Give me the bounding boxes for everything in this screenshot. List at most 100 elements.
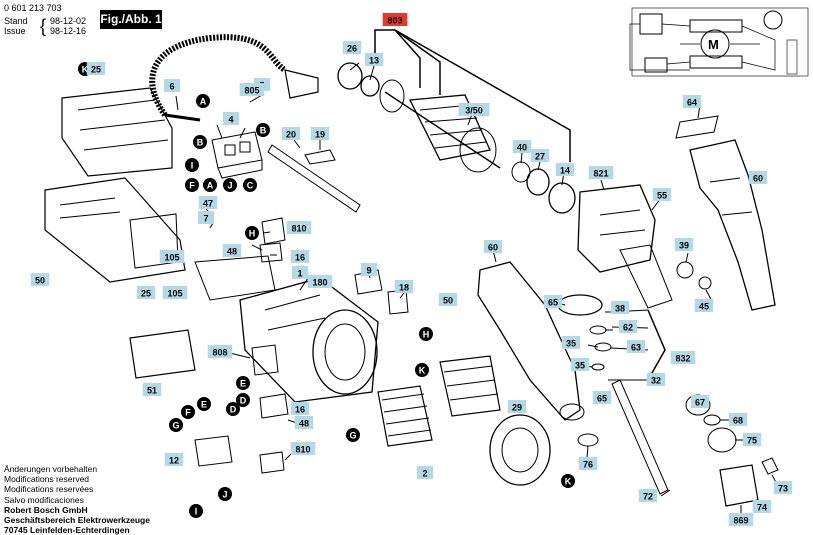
part-label-text: 12 bbox=[169, 456, 179, 466]
part-label: 65 bbox=[592, 391, 612, 404]
connector-marker: D bbox=[226, 402, 240, 416]
power-cord bbox=[149, 34, 319, 122]
part-label-text: 1 bbox=[297, 269, 302, 279]
connector-letter: G bbox=[349, 431, 356, 441]
connector-marker: E bbox=[236, 376, 250, 390]
part-label-text: 25 bbox=[141, 289, 151, 299]
connector-marker: H bbox=[419, 327, 433, 341]
part-label-box bbox=[543, 295, 563, 308]
part-label-text: 16 bbox=[295, 405, 305, 415]
part-label-text: 26 bbox=[347, 44, 357, 54]
part-label-text: 50 bbox=[35, 276, 45, 286]
part-label-text: 72 bbox=[643, 492, 653, 502]
part-label: 47 bbox=[198, 196, 218, 209]
part-label: 16 bbox=[290, 402, 310, 415]
connector-letter: K bbox=[565, 477, 572, 487]
part-label-text: 14 bbox=[560, 166, 570, 176]
company-division: Geschäftsbereich Elektrowerkzeuge bbox=[4, 515, 150, 526]
part-label: 45 bbox=[694, 299, 714, 312]
part-label-text: 76 bbox=[583, 460, 593, 470]
part-label-box bbox=[507, 400, 527, 413]
connector-letter: K bbox=[82, 65, 89, 75]
part-label: 67 bbox=[690, 395, 710, 408]
part-label-box bbox=[164, 453, 184, 466]
part-label-box bbox=[610, 301, 630, 314]
gear-housing bbox=[577, 184, 673, 309]
part-label-box bbox=[164, 79, 180, 92]
part-label: 869 bbox=[728, 513, 754, 526]
part-label-box bbox=[555, 163, 575, 176]
connector-marker: I bbox=[189, 504, 203, 518]
part-label-box bbox=[198, 196, 218, 209]
part-label-box bbox=[561, 336, 581, 349]
part-label-text: 74 bbox=[757, 503, 767, 513]
part-label-text: 60 bbox=[753, 174, 763, 184]
label-64 bbox=[675, 115, 719, 139]
part-label-text: 29 bbox=[512, 403, 522, 413]
part-label: 74 bbox=[752, 500, 772, 513]
part-label-text: 48 bbox=[227, 247, 237, 257]
part-label-text: 20 bbox=[286, 130, 296, 140]
part-label: 76 bbox=[578, 457, 598, 470]
part-label-box bbox=[281, 127, 301, 140]
connector-marker: A bbox=[203, 178, 217, 192]
part-label-text: 105 bbox=[167, 289, 182, 299]
connector-circle bbox=[203, 178, 217, 192]
brace-glyph: { bbox=[40, 16, 47, 36]
part-label-box bbox=[682, 95, 702, 108]
part-label: 62 bbox=[618, 320, 638, 333]
wiring-schematic: M bbox=[629, 7, 809, 77]
connector-circle bbox=[346, 428, 360, 442]
part-label: 810 bbox=[290, 442, 316, 455]
part-label-box bbox=[361, 263, 377, 276]
part-label-text: 68 bbox=[733, 416, 743, 426]
connector-marker: F bbox=[181, 405, 195, 419]
suppressor-12 bbox=[194, 435, 233, 467]
connector-letter: B bbox=[260, 126, 267, 136]
part-label-box bbox=[142, 383, 162, 396]
part-label: 805 bbox=[239, 83, 265, 96]
part-label-text: 25 bbox=[91, 65, 101, 75]
part-number: 0 601 213 703 bbox=[4, 3, 62, 13]
part-label: 40 bbox=[512, 140, 532, 153]
connector-circle bbox=[185, 178, 199, 192]
connector-letter: J bbox=[222, 490, 227, 500]
switch-assembly bbox=[211, 131, 263, 179]
part-label-text: 821 bbox=[593, 169, 608, 179]
part-label-box bbox=[674, 238, 694, 251]
part-label-text: 180 bbox=[312, 278, 327, 288]
connector-circle bbox=[197, 397, 211, 411]
connector-marker: E bbox=[197, 397, 211, 411]
part-label: 803 bbox=[382, 13, 408, 26]
part-label: 48 bbox=[222, 244, 242, 257]
ring-29 bbox=[489, 414, 551, 486]
capacitor-51 bbox=[129, 329, 196, 379]
connector-marker: D bbox=[236, 393, 250, 407]
part-18 bbox=[387, 289, 409, 315]
issue-date: 98-12-16 bbox=[50, 26, 87, 36]
part-label: 48 bbox=[294, 416, 314, 429]
bracket-803 bbox=[374, 29, 571, 162]
part-label-text: 47 bbox=[203, 199, 213, 209]
brush-holder-810b bbox=[259, 451, 285, 474]
part-label-text: 65 bbox=[597, 394, 607, 404]
part-label-box bbox=[578, 457, 598, 470]
connector-letter: H bbox=[249, 229, 256, 239]
part-label: 72 bbox=[638, 489, 658, 502]
part-label-box bbox=[512, 140, 532, 153]
part-label-text: 60 bbox=[488, 243, 498, 253]
connector-circle bbox=[185, 158, 199, 172]
part-label-box bbox=[294, 416, 314, 429]
part-label-box bbox=[222, 244, 242, 257]
part-label: 3/50 bbox=[458, 103, 490, 116]
part-label-text: 810 bbox=[291, 224, 306, 234]
part-label-box bbox=[307, 275, 333, 288]
part-label: 60 bbox=[483, 240, 503, 253]
sleeve-75 bbox=[707, 427, 737, 453]
part-label-text: 35 bbox=[575, 361, 585, 371]
connector-marker: G bbox=[346, 428, 360, 442]
part-label-text: 16 bbox=[295, 253, 305, 263]
part-label: 65 bbox=[543, 295, 563, 308]
part-label: 73 bbox=[773, 481, 793, 494]
part-label-text: 51 bbox=[147, 386, 157, 396]
